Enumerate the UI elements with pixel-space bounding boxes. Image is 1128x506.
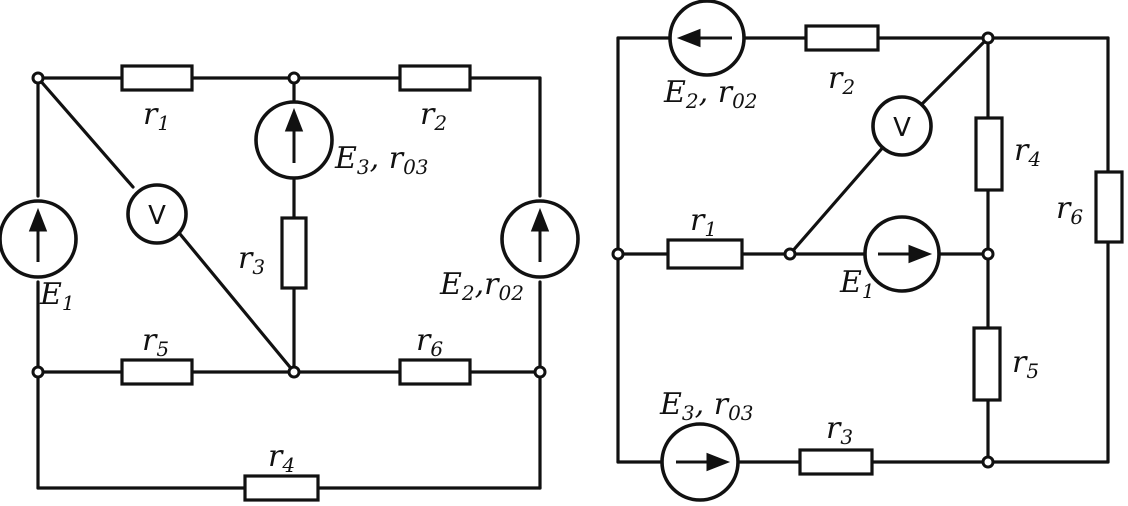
right-circuit: V E2, r02 r2 r1 r4 r6 E1 r5 E3, r03 r3 bbox=[611, 0, 1124, 502]
right-node bbox=[611, 247, 625, 261]
right-label-r1: r1 bbox=[690, 203, 717, 241]
right-label-r5: r5 bbox=[1012, 345, 1039, 383]
left-circuit: V r1 r2 r3 r5 r6 r4 E1 E2,r02 E3, r03 bbox=[0, 64, 580, 502]
right-resistor-r6 bbox=[1094, 170, 1124, 244]
left-label-r6: r6 bbox=[416, 323, 443, 361]
right-resistor-r1 bbox=[666, 238, 744, 270]
left-label-r4: r4 bbox=[268, 439, 295, 477]
right-resistor-r5 bbox=[972, 326, 1002, 402]
left-node bbox=[31, 365, 45, 379]
left-voltmeter: V bbox=[126, 183, 188, 245]
left-resistor-r4 bbox=[243, 474, 320, 502]
left-label-r1: r1 bbox=[143, 97, 170, 135]
left-label-r5: r5 bbox=[142, 323, 169, 361]
right-resistor-r4 bbox=[974, 116, 1004, 192]
left-source-E1 bbox=[0, 199, 78, 279]
right-label-E3: E3, r03 bbox=[659, 387, 754, 425]
left-resistor-r3 bbox=[280, 216, 308, 290]
right-resistor-r2 bbox=[804, 24, 880, 52]
right-label-r6: r6 bbox=[1056, 191, 1083, 229]
right-label-E2: E2, r02 bbox=[663, 75, 758, 113]
left-label-r3: r3 bbox=[238, 241, 265, 279]
left-label-E3: E3, r03 bbox=[334, 141, 429, 179]
left-resistor-r1 bbox=[120, 64, 194, 92]
right-node bbox=[981, 247, 995, 261]
left-voltmeter-label: V bbox=[148, 201, 166, 231]
right-label-r4: r4 bbox=[1014, 133, 1041, 171]
left-node bbox=[287, 365, 301, 379]
right-node bbox=[981, 455, 995, 469]
right-source-E3 bbox=[660, 422, 740, 502]
right-resistor-r3 bbox=[798, 448, 874, 476]
right-voltmeter: V bbox=[871, 95, 933, 157]
right-source-E2 bbox=[668, 0, 746, 77]
left-source-E3 bbox=[254, 100, 334, 180]
left-node bbox=[31, 71, 45, 85]
right-label-E1: E1 bbox=[839, 265, 875, 303]
right-label-r3: r3 bbox=[826, 411, 853, 449]
left-label-r2: r2 bbox=[420, 97, 447, 135]
right-source-E1 bbox=[863, 215, 941, 293]
left-label-E1: E1 bbox=[39, 277, 75, 315]
right-node bbox=[783, 247, 797, 261]
left-wires bbox=[36, 76, 542, 490]
left-resistor-r2 bbox=[398, 64, 472, 92]
left-resistor-r6 bbox=[398, 358, 472, 386]
left-resistor-r5 bbox=[120, 358, 194, 386]
right-node bbox=[981, 31, 995, 45]
left-node bbox=[287, 71, 301, 85]
left-source-E2 bbox=[500, 199, 580, 279]
left-label-E2: E2,r02 bbox=[439, 267, 524, 305]
left-node bbox=[533, 365, 547, 379]
right-label-r2: r2 bbox=[828, 61, 855, 99]
right-voltmeter-label: V bbox=[893, 113, 911, 143]
